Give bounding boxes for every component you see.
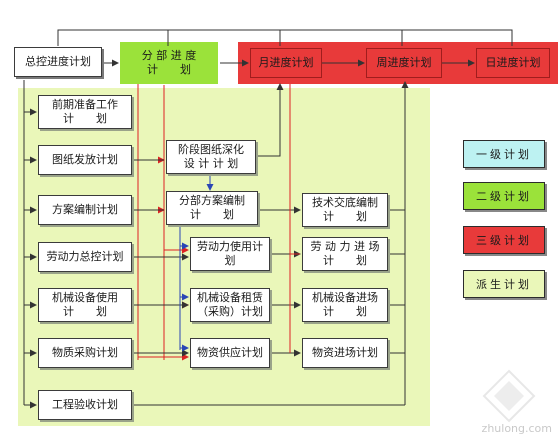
acceptance-plan-node: 工程验收计划 [38, 390, 132, 420]
scheme-plan-node: 方案编制计划 [38, 195, 132, 225]
divisional-schedule-node: 分 部 进 度 计 划 [126, 46, 212, 80]
legend-level2: 二级计划 [463, 182, 545, 210]
weekly-schedule-node: 周进度计划 [366, 48, 442, 78]
labor-use-plan-node: 劳动力使用计 划 [190, 237, 270, 271]
machine-entry-plan-node: 机械设备进场 计 划 [302, 288, 388, 322]
material-purchase-plan-node: 物质采购计划 [38, 338, 132, 368]
watermark-text: zhulong.com [481, 422, 552, 435]
daily-schedule-node: 日进度计划 [476, 48, 550, 78]
machine-lease-plan-node: 机械设备租赁 （采购）计划 [190, 288, 270, 322]
machine-use-plan-node: 机械设备使用 计 划 [38, 288, 132, 322]
master-schedule-node: 总控进度计划 [14, 47, 102, 77]
legend-level3: 三级计划 [463, 226, 545, 254]
tech-brief-plan-node: 技术交底编制 计 划 [302, 193, 388, 227]
prep-work-plan-node: 前期准备工作 计 划 [38, 95, 132, 129]
material-supply-plan-node: 物资供应计划 [190, 338, 270, 368]
legend-derived: 派生计划 [463, 270, 545, 298]
labor-entry-plan-node: 劳 动 力 进 场 计 划 [302, 237, 388, 271]
material-entry-plan-node: 物资进场计划 [302, 338, 388, 368]
monthly-schedule-node: 月进度计划 [250, 48, 322, 78]
stage-design-plan-node: 阶段图纸深化 设 计 计 划 [166, 140, 256, 174]
legend-level1: 一级计划 [463, 140, 545, 168]
drawing-issue-plan-node: 图纸发放计划 [38, 145, 132, 175]
watermark-logo-icon [482, 369, 536, 423]
labor-master-plan-node: 劳动力总控计划 [38, 242, 132, 272]
divisional-scheme-plan-node: 分部方案编制 计 划 [166, 191, 258, 225]
